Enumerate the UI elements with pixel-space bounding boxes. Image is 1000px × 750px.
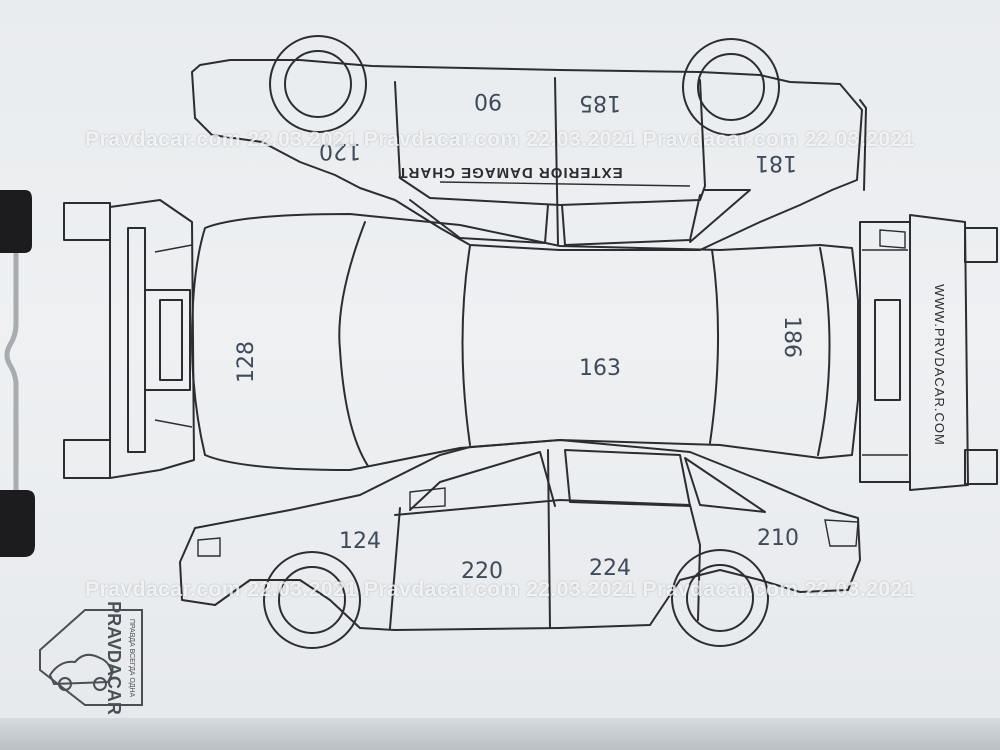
car-front-view bbox=[63, 199, 195, 479]
reading-front-door: 220 bbox=[461, 559, 503, 584]
car-rear-view bbox=[859, 214, 998, 491]
clipboard-clip bbox=[0, 190, 35, 557]
car-side-view-bottom bbox=[179, 439, 861, 649]
reading-side-top-rear-quarter: 181 bbox=[755, 150, 797, 175]
reading-front-fender: 124 bbox=[339, 529, 381, 554]
reading-side-top-rear-door: 185 bbox=[579, 90, 621, 115]
stamp-brand: PRAVDACAR bbox=[104, 601, 124, 715]
car-top-view bbox=[191, 213, 859, 471]
reading-roof: 163 bbox=[579, 356, 621, 381]
reading-side-top-front-fender: 90 bbox=[474, 88, 502, 113]
reading-trunk: 186 bbox=[779, 316, 804, 358]
reading-rear-quarter: 210 bbox=[757, 526, 799, 551]
pravdacar-stamp: PRAVDACAR ПРАВДА ВСЕГДА ОДНА bbox=[39, 601, 143, 715]
car-side-view-top bbox=[191, 35, 867, 251]
reading-side-top-front-door: 120 bbox=[319, 138, 361, 163]
reading-rear-door: 224 bbox=[589, 556, 631, 581]
reading-hood: 128 bbox=[234, 341, 259, 383]
watermark-top: Pravdacar.com 22.03.2021 Pravdacar.com 2… bbox=[85, 128, 915, 151]
watermark-bottom: Pravdacar.com 22.03.2021 Pravdacar.com 2… bbox=[85, 578, 915, 601]
stamp-slogan: ПРАВДА ВСЕГДА ОДНА bbox=[128, 619, 135, 698]
chart-title: EXTERIOR DAMAGE CHART bbox=[397, 164, 622, 181]
site-url: WWW.PRVDACAR.COM bbox=[932, 284, 947, 446]
sheet-shadow bbox=[0, 718, 1000, 750]
